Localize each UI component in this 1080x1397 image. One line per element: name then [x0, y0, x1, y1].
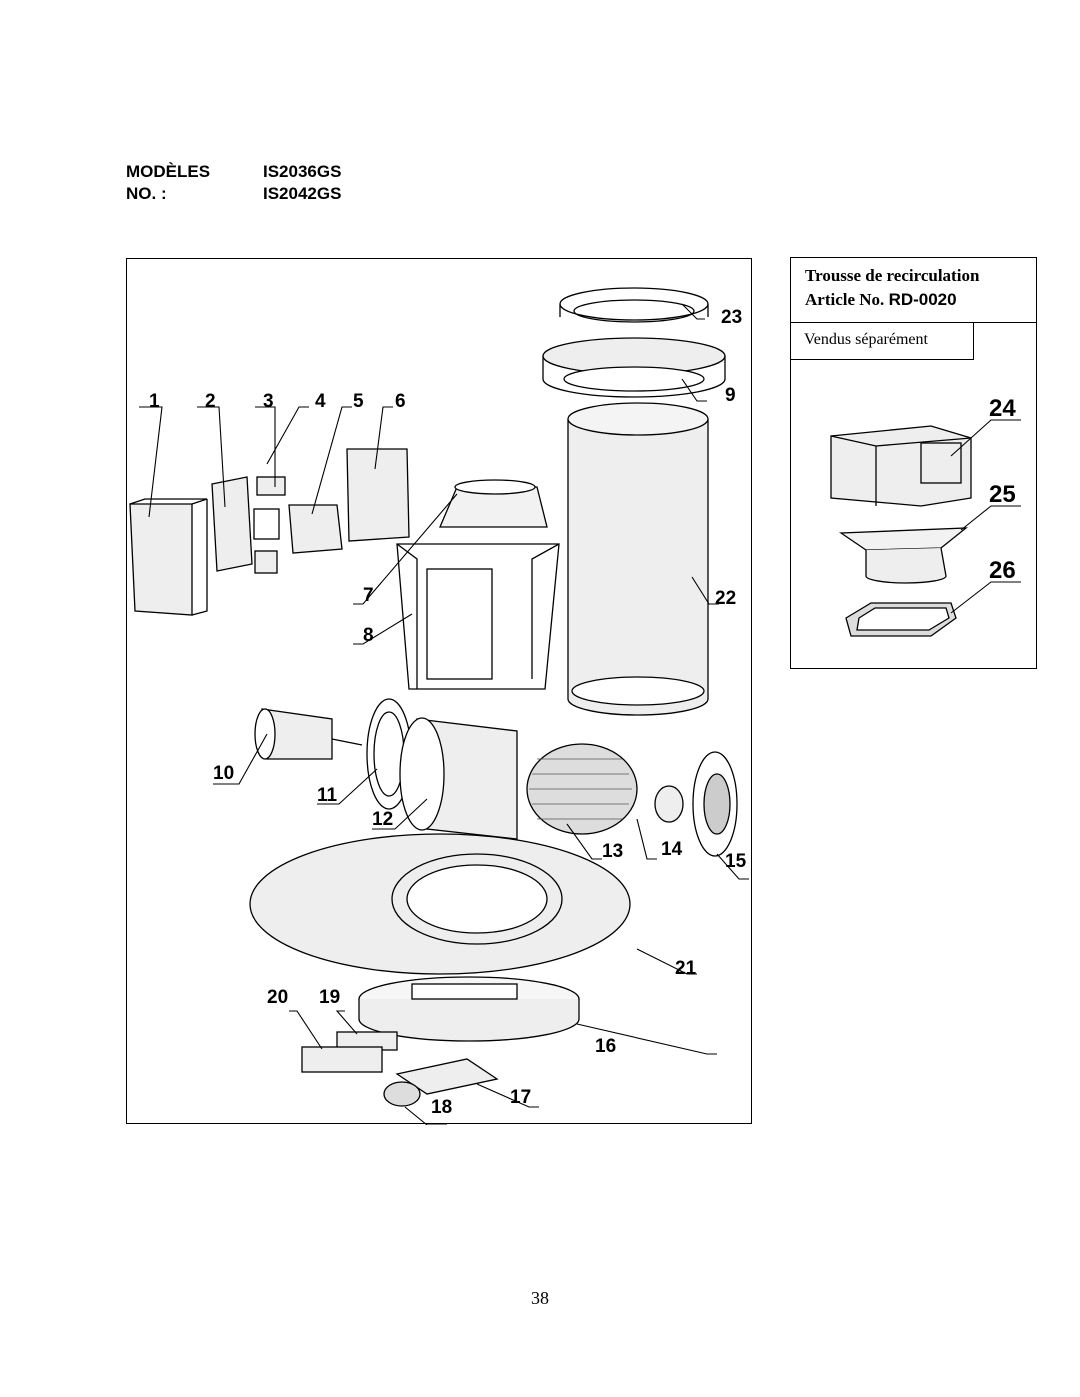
kit-article-label: Article No.: [805, 290, 885, 309]
part-number-6: 6: [395, 391, 406, 412]
part-number-8: 8: [363, 625, 374, 646]
part-number-13: 13: [602, 841, 623, 862]
part-number-7: 7: [363, 585, 374, 606]
part-number-4: 4: [315, 391, 326, 412]
part-number-23: 23: [721, 307, 742, 328]
part-number-21: 21: [675, 958, 697, 979]
part-number-9: 9: [725, 385, 736, 406]
models-label: MODÈLES: [126, 162, 211, 181]
part-number-24: 24: [989, 395, 1016, 422]
recirculation-kit-panel: 24 25 26 Trousse de recirculation Articl…: [790, 257, 1037, 669]
part-3-block: [256, 476, 286, 496]
part-number-17: 17: [510, 1087, 531, 1108]
part-25-transition: [839, 527, 968, 551]
part-number-3: 3: [263, 391, 274, 412]
exploded-parts-drawing: 1 2 3 4 5 6 7 8 9 10 11 12 13 14 15 16 1…: [129, 287, 749, 1125]
part-20-control-panel: [301, 1046, 383, 1073]
part-number-26: 26: [989, 557, 1016, 584]
part-23-ring: [559, 287, 709, 321]
part-number-1: 1: [149, 391, 160, 412]
recirculation-kit-title: Trousse de recirculation Article No. RD-…: [791, 258, 1036, 323]
part-5-board: [288, 504, 343, 554]
part-6-bracket: [346, 448, 410, 542]
part-number-10: 10: [213, 763, 234, 784]
part-number-5: 5: [353, 391, 364, 412]
kit-article-line: Article No. RD-0020: [805, 288, 1036, 312]
part-number-11: 11: [317, 785, 338, 806]
part-number-2: 2: [205, 391, 216, 412]
part-number-12: 12: [372, 809, 393, 830]
part-14-knob: [654, 785, 684, 823]
recirculation-kit-drawing: 24 25 26: [830, 395, 1021, 637]
number-label: NO. :: [126, 184, 167, 203]
page-number: 38: [531, 1288, 549, 1308]
part-number-18: 18: [431, 1097, 452, 1118]
part-24-box: [830, 425, 972, 507]
part-number-15: 15: [725, 851, 747, 872]
part-number-14: 14: [661, 839, 683, 860]
exploded-parts-diagram: 1 2 3 4 5 6 7 8 9 10 11 12 13 14 15 16 1…: [126, 258, 752, 1125]
kit-title-text: Trousse de recirculation: [805, 266, 980, 285]
part-number-22: 22: [715, 588, 736, 609]
part-2-capacitor: [211, 476, 253, 572]
part-number-19: 19: [319, 987, 340, 1008]
part-1-box: [129, 503, 193, 616]
kit-article-code: RD-0020: [888, 290, 957, 309]
part-18-light: [383, 1081, 421, 1107]
part-8-frame: [396, 543, 560, 690]
model-number-2: IS2042GS: [263, 184, 342, 203]
model-number-1: IS2036GS: [263, 162, 342, 181]
sold-separately-note: Vendus séparément: [791, 322, 974, 360]
part-22-duct-cover: [567, 419, 709, 716]
part-number-25: 25: [989, 481, 1016, 508]
part-number-20: 20: [267, 987, 288, 1008]
part-number-16: 16: [595, 1036, 616, 1057]
